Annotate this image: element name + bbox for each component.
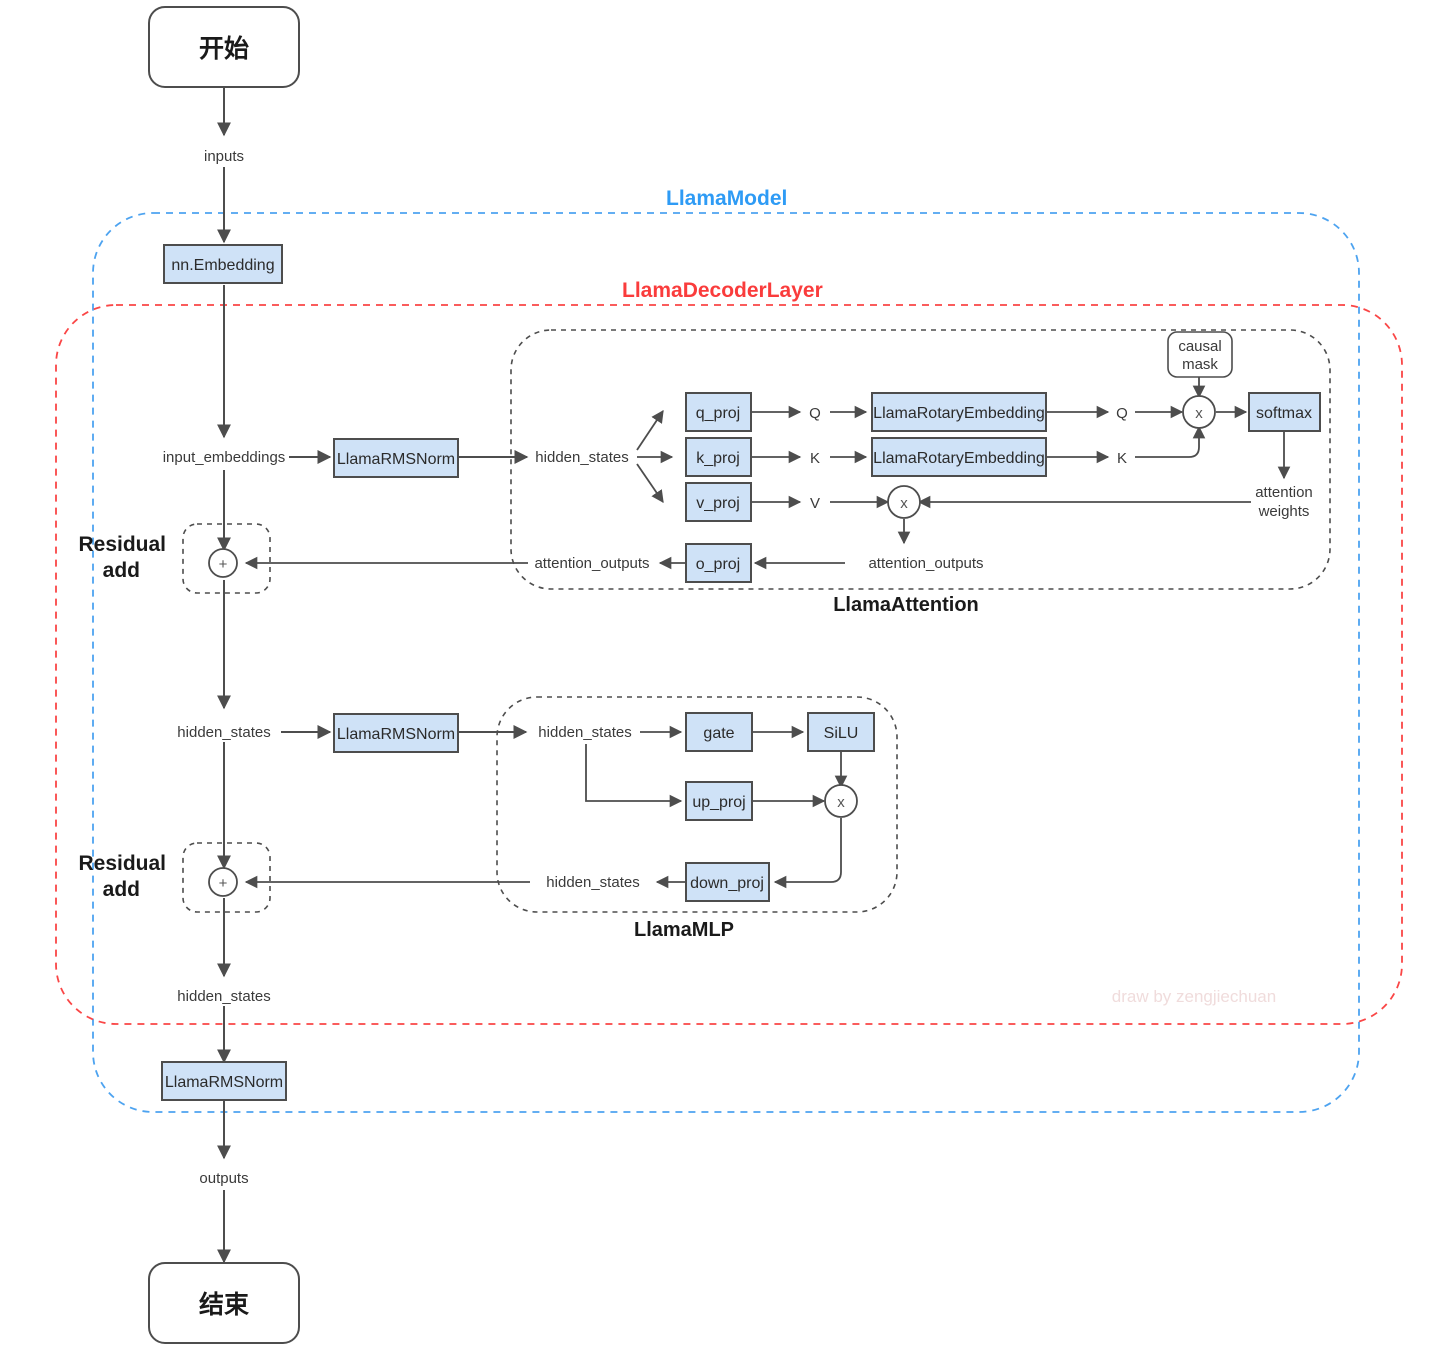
node-q-proj-label: q_proj (696, 405, 740, 422)
node-v-proj: v_proj (685, 482, 752, 522)
node-silu: SiLU (807, 712, 875, 752)
node-rotary-embedding-k-label: LlamaRotaryEmbedding (873, 450, 1045, 467)
node-multiply-qk: x (1182, 395, 1216, 429)
node-rmsnorm-attn-label: LlamaRMSNorm (337, 451, 455, 468)
edge-k-to-mul (1135, 425, 1206, 458)
group-title-llama-attention: LlamaAttention (833, 594, 979, 616)
node-multiply-mlp-label: x (837, 794, 845, 811)
group-title-llama-model: LlamaModel (666, 187, 787, 210)
edge-label-hidden-states-mlp-out: hidden_states (546, 874, 639, 891)
edge-label-v: V (810, 495, 820, 512)
node-rotary-embedding-q-label: LlamaRotaryEmbedding (873, 405, 1045, 422)
group-llama-mlp: LlamaMLP (496, 696, 898, 941)
node-end: 结束 (148, 1262, 300, 1344)
node-k-proj: k_proj (685, 437, 752, 477)
edge-label-hidden-states-attn: hidden_states (535, 449, 628, 466)
node-start-label: 开始 (199, 35, 249, 63)
node-end-label: 结束 (199, 1291, 250, 1319)
node-nn-embedding-label: nn.Embedding (171, 257, 274, 274)
group-title-llama-decoder-layer: LlamaDecoderLayer (622, 279, 823, 302)
residual-add-2-label-line2: add (103, 878, 140, 901)
node-rotary-embedding-k: LlamaRotaryEmbedding (871, 437, 1047, 477)
node-residual-add-1: + Residual add (78, 523, 271, 594)
edge-hidden-to-vproj (636, 463, 664, 504)
node-down-proj: down_proj (685, 862, 770, 902)
node-o-proj: o_proj (685, 543, 752, 583)
edge-label-k-rope: K (1117, 450, 1127, 467)
edge-label-hidden-states-bottom: hidden_states (177, 988, 270, 1005)
watermark: draw by zengjiechuan (1112, 987, 1276, 1006)
node-rmsnorm-final: LlamaRMSNorm (161, 1061, 287, 1101)
node-rmsnorm-mlp-label: LlamaRMSNorm (337, 726, 455, 743)
residual-add-1-label-line2: add (103, 559, 140, 582)
node-gate-label: gate (703, 725, 734, 742)
node-rmsnorm-final-label: LlamaRMSNorm (165, 1074, 283, 1091)
edge-label-input-embeddings: input_embeddings (163, 449, 286, 466)
edge-label-hidden-states-mid: hidden_states (177, 724, 270, 741)
node-residual-add-2: + Residual add (78, 842, 271, 913)
node-multiply-av-label: x (900, 495, 908, 512)
node-q-proj: q_proj (685, 392, 752, 432)
node-residual-add-2-op: + (219, 875, 228, 892)
edge-label-hidden-states-mlp-in: hidden_states (538, 724, 631, 741)
node-start: 开始 (148, 6, 300, 88)
node-up-proj-label: up_proj (692, 794, 745, 811)
edge-label-outputs: outputs (199, 1170, 248, 1187)
node-rmsnorm-mlp: LlamaRMSNorm (333, 713, 459, 753)
node-softmax-label: softmax (1256, 405, 1312, 422)
node-down-proj-label: down_proj (690, 875, 764, 892)
edge-hidden-to-qproj (636, 409, 664, 451)
group-title-llama-mlp: LlamaMLP (634, 919, 734, 941)
node-causal-mask-line1: causal (1178, 338, 1221, 355)
node-o-proj-label: o_proj (696, 556, 740, 573)
node-k-proj-label: k_proj (696, 450, 740, 467)
edge-label-k: K (810, 450, 820, 467)
edge-label-attention-outputs-right: attention_outputs (868, 555, 983, 572)
node-v-proj-label: v_proj (696, 495, 740, 512)
node-nn-embedding: nn.Embedding (163, 244, 283, 284)
node-multiply-av: x (887, 485, 921, 519)
node-causal-mask-line2: mask (1182, 356, 1218, 373)
edge-label-attention-weights-line2: weights (1258, 503, 1310, 520)
residual-add-1-label-line1: Residual (78, 533, 166, 556)
node-multiply-mlp: x (824, 784, 858, 818)
node-softmax: softmax (1248, 392, 1321, 432)
node-causal-mask: causal mask (1167, 331, 1233, 378)
node-residual-add-1-op: + (219, 556, 228, 573)
node-rmsnorm-attn: LlamaRMSNorm (333, 438, 459, 478)
edge-label-q-rope: Q (1116, 405, 1128, 422)
node-rotary-embedding-q: LlamaRotaryEmbedding (871, 392, 1047, 432)
edge-mlp-hidden-to-upproj (585, 744, 683, 808)
node-up-proj: up_proj (685, 781, 753, 821)
node-gate: gate (685, 712, 753, 752)
node-multiply-qk-label: x (1195, 405, 1203, 422)
edge-label-q: Q (809, 405, 821, 422)
group-llama-decoder-layer: LlamaDecoderLayer (55, 279, 1403, 1025)
group-llama-model: LlamaModel (92, 187, 1360, 1113)
edge-label-attention-outputs-left: attention_outputs (534, 555, 649, 572)
residual-add-2-label-line1: Residual (78, 852, 166, 875)
node-silu-label: SiLU (824, 725, 859, 742)
edge-label-inputs: inputs (204, 148, 244, 165)
edge-label-attention-weights-line1: attention (1255, 484, 1313, 501)
group-llama-attention: LlamaAttention (510, 329, 1331, 616)
edge-mul-to-downproj (773, 818, 842, 889)
